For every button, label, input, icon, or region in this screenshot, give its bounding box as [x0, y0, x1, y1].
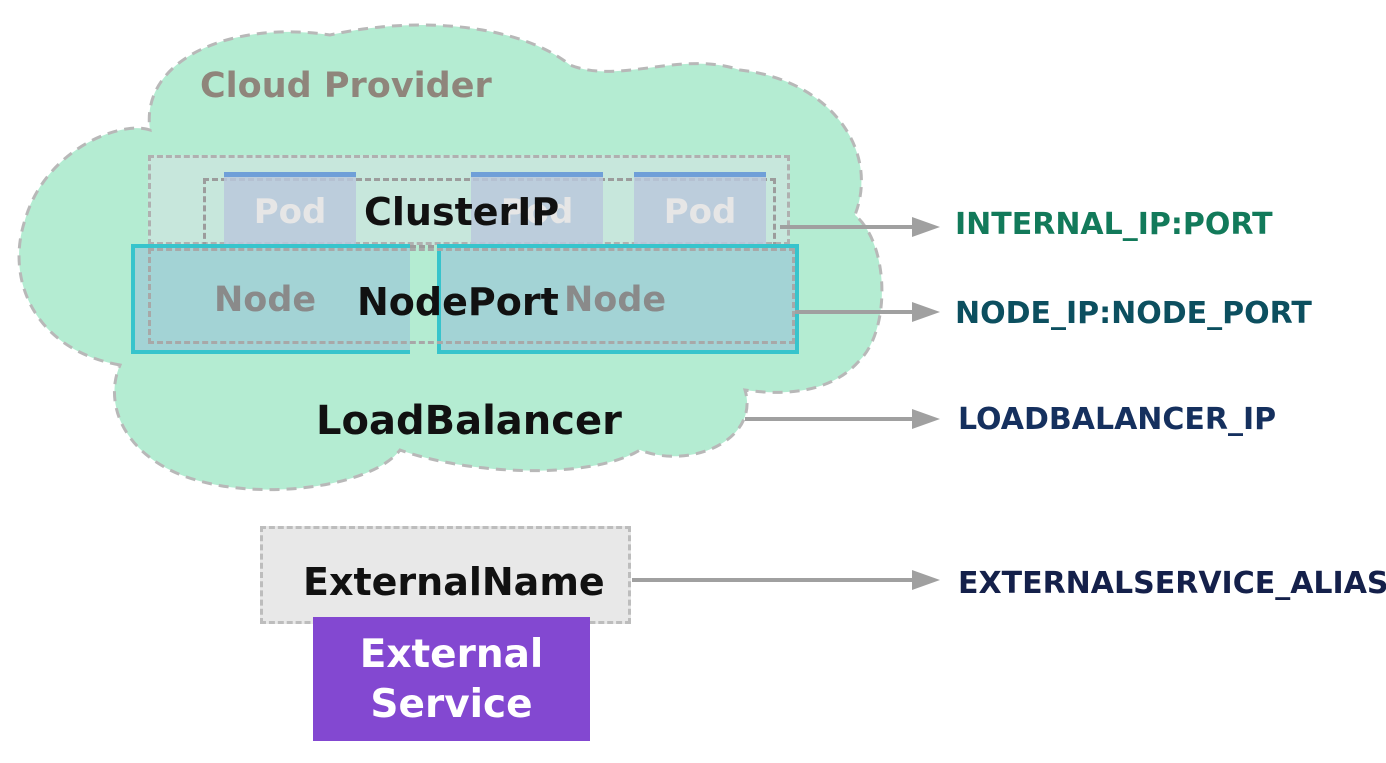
arrow-cluster-ip [780, 217, 940, 237]
external-service-line2: Service [370, 682, 533, 727]
node-label: Node [214, 280, 317, 320]
internal-ip-port-label: INTERNAL_IP:PORT [955, 207, 1273, 242]
node-port-border [148, 248, 795, 344]
external-name-box [260, 526, 631, 624]
node-port-label: NodePort [357, 280, 559, 324]
pod-box: Pod [471, 172, 603, 248]
node-label: Node [564, 280, 667, 320]
loadbalancer-ip-label: LOADBALANCER_IP [958, 402, 1277, 437]
arrowhead [912, 570, 940, 590]
external-name-label: ExternalName [303, 560, 605, 604]
cluster-ip-label: ClusterIP [364, 190, 560, 234]
arrow-external-name [632, 570, 940, 590]
arrowhead [912, 302, 940, 322]
pod-box: Pod [224, 172, 356, 248]
load-balancer-label: LoadBalancer [316, 398, 622, 444]
pod-box: Pod [634, 172, 766, 248]
arrow-load-balancer [745, 409, 940, 429]
node-ip-port-label: NODE_IP:NODE_PORT [955, 296, 1312, 331]
arrowhead [912, 409, 940, 429]
external-service-line1: External [359, 632, 544, 677]
arrowhead [912, 217, 940, 237]
arrow-node-port [795, 302, 940, 322]
external-service-box: External Service [313, 617, 590, 741]
node-box [131, 244, 410, 354]
node-box [437, 244, 799, 354]
cloud-provider-title: Cloud Provider [200, 66, 492, 106]
external-service-alias-label: EXTERNALSERVICE_ALIAS [958, 566, 1386, 601]
